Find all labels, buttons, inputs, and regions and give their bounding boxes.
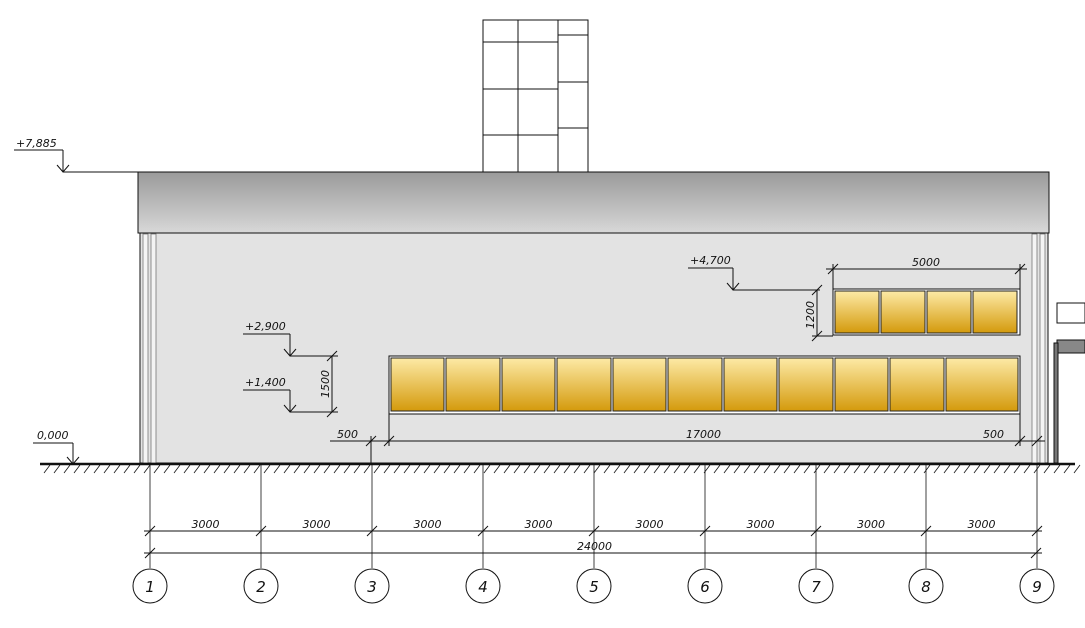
axis-bubble	[576, 568, 612, 604]
level-marker-ground: 0,000	[33, 429, 80, 465]
axis-bubble	[132, 568, 168, 604]
dimension-lower-band-height: 1500	[319, 350, 338, 418]
axis-bubble	[243, 568, 279, 604]
level-upper-window-label: +4,700	[690, 254, 731, 267]
upper-band-height-label: 1200	[804, 301, 817, 329]
level-lower-bottom-label: +1,400	[245, 376, 286, 389]
dimension-window-band-width: 500 17000 500	[330, 414, 1045, 464]
window-pane	[972, 290, 1018, 334]
level-marker-lower-window-top: +2,900	[243, 320, 338, 357]
adjacent-structure	[1053, 302, 1085, 464]
dimension-total: 24000	[144, 540, 1042, 559]
axis-bubble	[687, 568, 723, 604]
window-pane	[880, 290, 926, 334]
lower-band-height-label: 1500	[319, 370, 332, 398]
axis-label: 1	[145, 578, 155, 596]
roof-fascia	[137, 171, 1050, 234]
bay-dimension-label: 3000	[968, 518, 996, 531]
offset-left-label: 500	[337, 428, 358, 441]
window-pane	[723, 357, 778, 412]
bay-dimension-label: 3000	[857, 518, 885, 531]
ground-line	[40, 462, 1081, 474]
upper-band-width-label: 5000	[912, 256, 940, 269]
dimension-upper-band-height: 1200	[804, 284, 833, 342]
axis-label: 9	[1032, 578, 1042, 596]
level-ground-label: 0,000	[37, 429, 69, 442]
axis-bubble	[465, 568, 501, 604]
ventilation-shaft	[482, 19, 589, 174]
level-marker-roof: +7,885	[14, 137, 138, 173]
window-pane	[390, 357, 445, 412]
window-pane	[778, 357, 834, 412]
window-pane	[501, 357, 556, 412]
bay-dimension-label: 3000	[636, 518, 664, 531]
window-pane	[945, 357, 1019, 412]
dimension-upper-band-width: 5000	[826, 256, 1027, 289]
axis-label: 4	[478, 578, 488, 596]
axis-bubble	[798, 568, 834, 604]
axis-bubble	[1019, 568, 1055, 604]
level-lower-top-label: +2,900	[245, 320, 286, 333]
level-roof-label: +7,885	[16, 137, 57, 150]
bay-dimension-label: 3000	[747, 518, 775, 531]
lower-window-panes	[390, 357, 1019, 412]
window-pane	[612, 357, 667, 412]
window-pane	[926, 290, 972, 334]
bay-dimension-label: 3000	[303, 518, 331, 531]
upper-window-panes	[834, 290, 1018, 334]
level-marker-lower-window-bottom: +1,400	[243, 376, 338, 413]
axis-label: 8	[921, 578, 931, 596]
window-pane	[834, 290, 880, 334]
axis-label: 6	[700, 578, 710, 596]
band-width-label: 17000	[686, 428, 721, 441]
bay-dimension-label: 3000	[414, 518, 442, 531]
bay-dimension-label: 3000	[192, 518, 220, 531]
total-length-label: 24000	[577, 540, 612, 553]
bay-dimension-label: 3000	[525, 518, 553, 531]
axis-label: 7	[811, 578, 821, 596]
grid-axes: 1 3000 2 3000 3 3000 4 3000 5 3000 6 3000 7 3000 8 3000…	[132, 464, 1055, 604]
window-pane	[889, 357, 945, 412]
axis-label: 5	[589, 578, 599, 596]
level-marker-upper-window: +4,700	[688, 254, 820, 291]
axis-bubble	[354, 568, 390, 604]
window-pane	[667, 357, 723, 412]
axis-label: 2	[256, 578, 266, 596]
offset-right-label: 500	[983, 428, 1004, 441]
axis-bubble	[908, 568, 944, 604]
window-pane	[556, 357, 612, 412]
window-pane	[445, 357, 501, 412]
window-pane	[834, 357, 889, 412]
axis-label: 3	[367, 578, 377, 596]
